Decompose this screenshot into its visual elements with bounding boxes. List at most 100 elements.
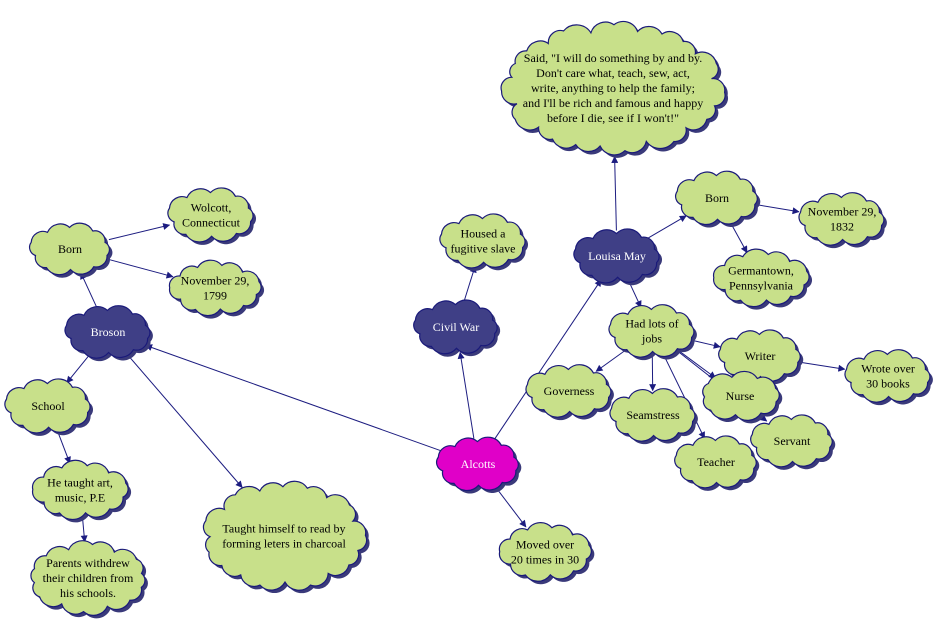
edge-broson-to-broson-born [80, 272, 98, 309]
node-teacher-label-line: Teacher [697, 455, 735, 469]
node-louisa-born-cloud [675, 170, 758, 226]
node-broson-label-line: Broson [91, 325, 126, 339]
edge-alcotts-to-moved [495, 486, 527, 528]
node-fugitive-label-line: fugitive slave [451, 242, 516, 256]
node-nurse-cloud [702, 370, 780, 421]
node-quote-cloud [500, 20, 726, 156]
node-taught-cloud [31, 459, 129, 521]
node-taught[interactable]: He taught art,music, P.E [31, 459, 132, 523]
node-books-cloud [844, 349, 931, 403]
node-moved-label-line: Moved over [516, 538, 574, 552]
edge-civil-war-to-fugitive [463, 265, 477, 303]
edge-jobs-to-teacher [663, 354, 705, 440]
node-quote[interactable]: Said, "I will do something by and by.Don… [500, 20, 729, 158]
node-wolcott-cloud [167, 187, 254, 243]
node-self-taught-label-line: Taught himself to read by [222, 522, 345, 536]
node-broson-born-cloud [29, 222, 111, 276]
node-moved-label-line: 20 times in 30 [511, 553, 579, 567]
node-quote-label-line: Said, "I will do something by and by. [524, 51, 702, 65]
node-school-label-line: School [31, 399, 65, 413]
node-germantown-label-line: Pennsylvania [729, 279, 794, 293]
node-writer[interactable]: Writer [718, 329, 804, 385]
node-louisa-date-label-line: 1832 [830, 220, 854, 234]
node-self-taught-cloud [202, 480, 368, 591]
node-fugitive-label-line: Housed a [461, 227, 507, 241]
node-teacher-cloud [674, 435, 757, 489]
node-wolcott[interactable]: Wolcott,Connecticut [167, 187, 257, 245]
node-broson-born[interactable]: Born [29, 222, 113, 278]
node-louisa-cloud [573, 228, 660, 284]
node-broson-born-label-line: Born [58, 242, 82, 256]
edge-broson-to-self-taught [126, 353, 243, 489]
node-quote-label-line: write, anything to help the family; [531, 81, 695, 95]
node-self-taught-label-line: forming leters in charcoal [222, 537, 346, 551]
node-teacher[interactable]: Teacher [674, 435, 760, 491]
node-taught-label-line: He taught art, [47, 476, 113, 490]
edge-louisa-born-to-louisa-date [758, 204, 800, 215]
edge-alcotts-to-broson [145, 344, 442, 452]
node-broson-date-cloud [168, 259, 262, 317]
node-broson[interactable]: Broson [64, 305, 153, 362]
node-nurse-label-line: Nurse [726, 389, 755, 403]
edge-broson-born-to-broson-date [108, 258, 174, 279]
node-taught-label-line: music, P.E [55, 491, 105, 505]
node-civil-war[interactable]: Civil War [413, 299, 501, 357]
node-alcotts[interactable]: Alcotts [436, 436, 522, 494]
edge-jobs-to-governess [595, 350, 626, 372]
edges-layer [57, 155, 846, 543]
node-broson-date[interactable]: November 29,1799 [168, 259, 265, 319]
edge-school-to-taught [57, 430, 71, 464]
node-broson-cloud [64, 305, 151, 359]
node-school[interactable]: School [4, 378, 94, 436]
edge-alcotts-to-civil-war [457, 351, 475, 439]
node-parents-label-line: Parents withdrew [46, 556, 130, 570]
edge-writer-to-books [801, 362, 846, 372]
node-servant[interactable]: Servant [750, 414, 836, 470]
edge-broson-born-to-wolcott [108, 223, 171, 241]
node-nurse[interactable]: Nurse [702, 370, 783, 424]
node-books-label-line: Wrote over [861, 362, 915, 376]
node-school-cloud [4, 378, 91, 434]
edge-alcotts-to-louisa [493, 279, 602, 441]
node-parents-cloud [30, 540, 146, 616]
edge-louisa-born-to-germantown [729, 221, 748, 254]
edge-jobs-to-nurse [678, 350, 717, 379]
node-louisa-label-line: Louisa May [588, 249, 646, 263]
edge-jobs-to-writer [693, 340, 721, 349]
node-germantown[interactable]: Germantown,Pennsylvania [712, 248, 813, 310]
node-germantown-label-line: Germantown, [728, 264, 794, 278]
node-wolcott-label-line: Connecticut [182, 216, 241, 230]
node-servant-label-line: Servant [774, 434, 811, 448]
node-louisa-born[interactable]: Born [675, 170, 761, 228]
node-louisa[interactable]: Louisa May [573, 228, 663, 286]
node-governess[interactable]: Governess [525, 364, 614, 421]
node-alcotts-cloud [436, 436, 519, 492]
node-broson-date-label-line: 1799 [203, 289, 227, 303]
node-seamstress[interactable]: Seamstress [609, 388, 698, 445]
node-alcotts-label-line: Alcotts [461, 457, 496, 471]
node-louisa-date-cloud [798, 192, 885, 246]
node-parents-label-line: their children from [43, 571, 134, 585]
edge-broson-to-school [66, 354, 91, 384]
nodes-layer: Said, "I will do something by and by.Don… [4, 20, 933, 619]
edge-louisa-to-quote [611, 155, 619, 231]
edge-louisa-to-louisa-born [648, 215, 687, 239]
node-quote-label-line: before I die, see if I won't!" [547, 111, 679, 125]
node-louisa-born-label-line: Born [705, 191, 729, 205]
node-parents-label-line: his schools. [60, 586, 116, 600]
node-moved-cloud [498, 522, 592, 582]
node-civil-war-label-line: Civil War [433, 320, 479, 334]
node-governess-label-line: Governess [544, 384, 595, 398]
node-seamstress-label-line: Seamstress [626, 408, 680, 422]
node-fugitive-cloud [439, 213, 526, 269]
node-writer-label-line: Writer [745, 349, 776, 363]
node-louisa-date[interactable]: November 29,1832 [798, 192, 887, 249]
